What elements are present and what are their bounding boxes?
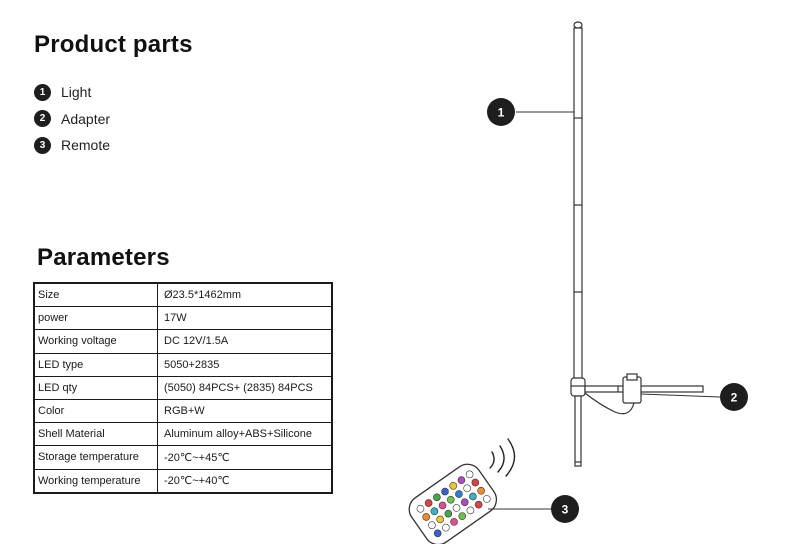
param-value: Ø23.5*1462mm <box>157 282 333 308</box>
param-value: DC 12V/1.5A <box>157 329 333 354</box>
callout-3: 3 <box>488 495 579 523</box>
callout-1: 1 <box>487 98 574 126</box>
param-key: power <box>33 306 158 331</box>
param-key: Shell Material <box>33 422 158 447</box>
table-row: LED qty (5050) 84PCS+ (2835) 84PCS <box>33 375 333 400</box>
table-row: Storage temperature -20℃~+45℃ <box>33 445 333 470</box>
param-key: Storage temperature <box>33 445 158 470</box>
callout-number: 3 <box>562 503 569 517</box>
lamp-stand <box>584 385 704 393</box>
param-key: Size <box>33 282 158 308</box>
param-value: -20℃~+40℃ <box>157 468 333 494</box>
part-item-remote: 3 Remote <box>34 132 110 159</box>
callout-2: 2 <box>640 383 748 411</box>
param-key: LED type <box>33 352 158 377</box>
part-item-adapter: 2 Adapter <box>34 106 110 133</box>
table-row: power 17W <box>33 306 333 331</box>
parameters-table: Size Ø23.5*1462mm power 17W Working volt… <box>33 282 333 494</box>
callout-number: 2 <box>731 391 738 405</box>
param-value: RGB+W <box>157 398 333 424</box>
param-value: 17W <box>157 306 333 331</box>
table-row: Shell Material Aluminum alloy+ABS+Silico… <box>33 422 333 447</box>
part-label: Light <box>61 84 92 101</box>
param-value: Aluminum alloy+ABS+Silicone <box>157 422 333 447</box>
signal-waves-icon <box>489 438 516 477</box>
part-label: Remote <box>61 137 111 154</box>
param-value: -20℃~+45℃ <box>157 445 333 470</box>
part-number-badge: 1 <box>34 83 51 101</box>
param-value: (5050) 84PCS+ (2835) 84PCS <box>157 375 333 400</box>
table-row: Color RGB+W <box>33 398 333 424</box>
floor-lamp-light <box>570 21 586 467</box>
product-parts-heading: Product parts <box>34 31 193 58</box>
part-number-badge: 3 <box>34 136 51 154</box>
param-key: LED qty <box>33 375 158 400</box>
remote-control <box>408 463 498 544</box>
adapter <box>584 373 642 415</box>
table-row: Working voltage DC 12V/1.5A <box>33 329 333 354</box>
part-number-badge: 2 <box>34 110 51 128</box>
param-key: Working voltage <box>33 329 158 354</box>
product-parts-list: 1 Light 2 Adapter 3 Remote <box>34 79 110 159</box>
table-row: Working temperature -20℃~+40℃ <box>33 468 333 494</box>
part-label: Adapter <box>61 110 111 127</box>
part-item-light: 1 Light <box>34 79 110 106</box>
table-row: Size Ø23.5*1462mm <box>33 282 333 308</box>
callout-number: 1 <box>498 106 505 120</box>
param-key: Working temperature <box>33 468 158 494</box>
parameters-heading: Parameters <box>37 244 170 271</box>
